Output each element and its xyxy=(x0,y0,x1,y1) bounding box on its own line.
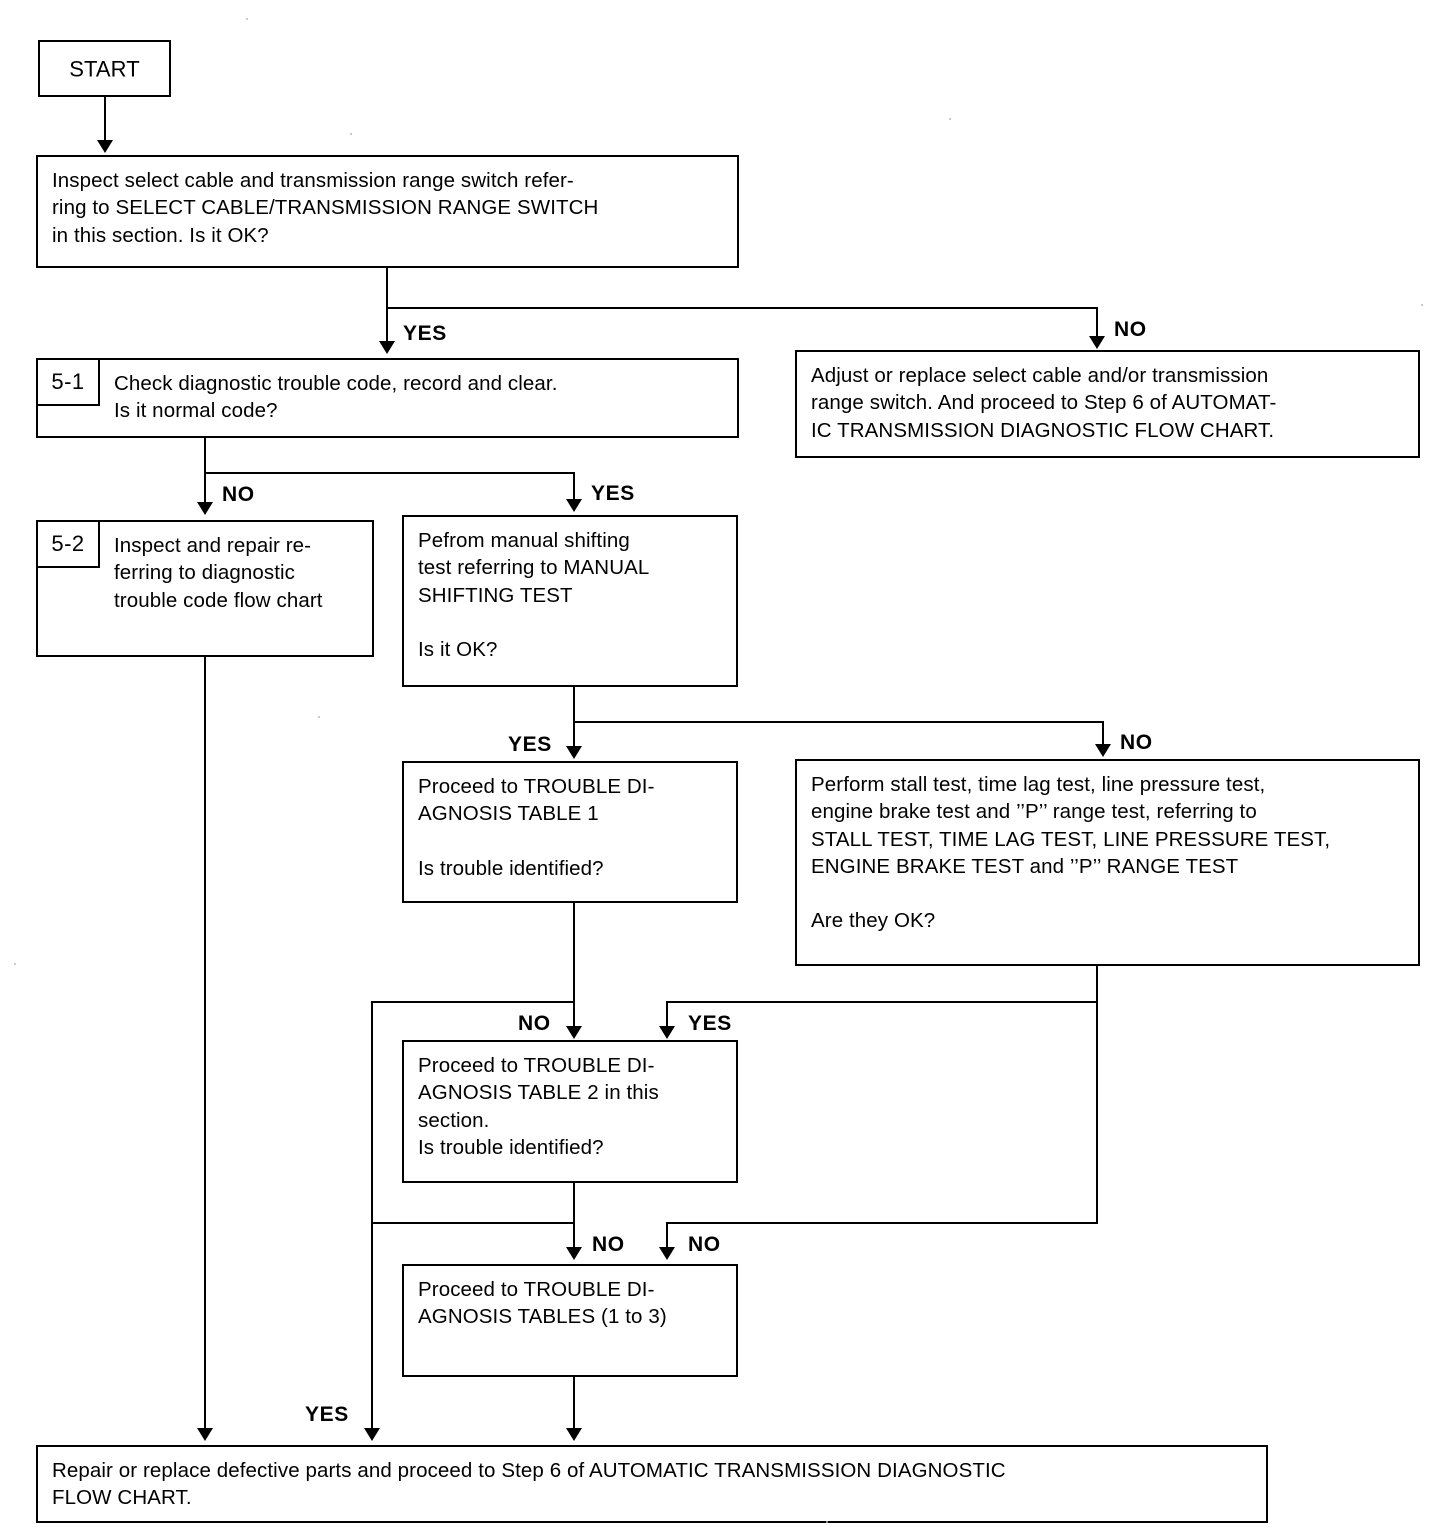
edge-table2-stem xyxy=(573,1183,575,1250)
edge-step51-no xyxy=(204,472,206,504)
label-step52-yes: YES xyxy=(305,1403,349,1426)
edge-inspect-no xyxy=(1096,307,1098,339)
edge-yes-riser-to-repair xyxy=(371,1001,373,1431)
arrow-manual-yes xyxy=(566,746,582,759)
node-manual-shift-text: Pefrom manual shifting test referring to… xyxy=(418,529,650,661)
arrow-table1-no xyxy=(566,1026,582,1039)
node-inspect-cable-text: Inspect select cable and transmission ra… xyxy=(52,169,599,247)
node-start: START xyxy=(38,40,171,97)
edge-stall-yes-bar xyxy=(666,1001,1098,1003)
label-table2-no: NO xyxy=(592,1233,625,1256)
node-start-label: START xyxy=(69,55,140,81)
node-adjust-replace-text: Adjust or replace select cable and/or tr… xyxy=(811,364,1277,442)
edge-stall-stem xyxy=(1096,966,1098,1224)
arrow-step52-to-repair xyxy=(197,1428,213,1441)
scan-speck xyxy=(826,1521,828,1523)
node-inspect-cable: Inspect select cable and transmission ra… xyxy=(36,155,739,268)
edge-start-to-inspect xyxy=(104,97,106,142)
edge-inspect-yes xyxy=(386,307,388,343)
edge-step52-to-repair xyxy=(204,657,206,1431)
label-manual-yes: YES xyxy=(508,733,552,756)
edge-manual-no xyxy=(1102,721,1104,746)
node-stall-tests-text: Perform stall test, time lag test, line … xyxy=(811,773,1331,933)
arrow-start-to-inspect xyxy=(97,140,113,153)
scan-speck xyxy=(350,133,352,135)
node-table-1-text: Proceed to TROUBLE DI- AGNOSIS TABLE 1 I… xyxy=(418,775,655,880)
label-inspect-yes: YES xyxy=(403,322,447,345)
scan-speck xyxy=(14,963,16,965)
edge-table1-stem xyxy=(573,903,575,1003)
edge-manual-branch-bar xyxy=(573,721,1104,723)
label-step51-yes: YES xyxy=(591,482,635,505)
scan-speck xyxy=(1421,304,1423,306)
node-step-5-1-tag: 5-1 xyxy=(38,360,100,406)
node-repair-replace-text: Repair or replace defective parts and pr… xyxy=(52,1459,1006,1510)
label-stall-yes: YES xyxy=(688,1012,732,1035)
edge-manual-yes xyxy=(573,721,575,748)
edge-step51-yes xyxy=(573,472,575,501)
node-table-2: Proceed to TROUBLE DI- AGNOSIS TABLE 2 i… xyxy=(402,1040,738,1183)
edge-stall-yes xyxy=(666,1001,668,1028)
node-step-5-2-tag: 5-2 xyxy=(38,522,100,568)
label-step51-no: NO xyxy=(222,483,255,506)
node-step-5-1: 5-1 Check diagnostic trouble code, recor… xyxy=(36,358,739,438)
node-manual-shift: Pefrom manual shifting test referring to… xyxy=(402,515,738,687)
node-step-5-1-text: Check diagnostic trouble code, record an… xyxy=(114,372,558,423)
arrow-stall-no xyxy=(659,1247,675,1260)
label-inspect-no: NO xyxy=(1114,318,1147,341)
edge-stall-no xyxy=(666,1222,668,1250)
node-step-5-2: 5-2 Inspect and repair re- ferring to di… xyxy=(36,520,374,657)
edge-step51-stem xyxy=(204,438,206,474)
label-table1-no: NO xyxy=(518,1012,551,1035)
label-manual-no: NO xyxy=(1120,731,1153,754)
node-table-2-text: Proceed to TROUBLE DI- AGNOSIS TABLE 2 i… xyxy=(418,1054,659,1159)
arrow-step51-no xyxy=(197,502,213,515)
node-table-1: Proceed to TROUBLE DI- AGNOSIS TABLE 1 I… xyxy=(402,761,738,903)
arrow-inspect-yes xyxy=(379,341,395,354)
edge-manual-stem xyxy=(573,687,575,723)
scan-speck xyxy=(246,18,248,20)
node-tables-1-to-3-text: Proceed to TROUBLE DI- AGNOSIS TABLES (1… xyxy=(418,1278,667,1329)
edge-table2-left-bar xyxy=(371,1222,575,1224)
edge-stall-no-bar xyxy=(666,1222,1098,1224)
edge-tables13-to-repair xyxy=(573,1377,575,1431)
edge-step51-branch-bar xyxy=(204,472,575,474)
edge-table1-left-bar xyxy=(371,1001,575,1003)
node-tables-1-to-3: Proceed to TROUBLE DI- AGNOSIS TABLES (1… xyxy=(402,1264,738,1377)
arrow-manual-no xyxy=(1095,744,1111,757)
arrow-stall-yes xyxy=(659,1026,675,1039)
scan-speck xyxy=(318,716,320,718)
node-repair-replace: Repair or replace defective parts and pr… xyxy=(36,1445,1268,1523)
edge-inspect-stem xyxy=(386,268,388,309)
edge-inspect-branch-bar xyxy=(386,307,1098,309)
arrow-tables13-to-repair xyxy=(566,1428,582,1441)
arrow-table2-no xyxy=(566,1247,582,1260)
node-adjust-replace: Adjust or replace select cable and/or tr… xyxy=(795,350,1420,458)
arrow-yes-riser-to-repair xyxy=(364,1428,380,1441)
scan-speck xyxy=(949,118,951,120)
node-step-5-2-text: Inspect and repair re- ferring to diagno… xyxy=(114,534,323,612)
arrow-step51-yes xyxy=(566,499,582,512)
node-stall-tests: Perform stall test, time lag test, line … xyxy=(795,759,1420,966)
edge-table1-no xyxy=(573,1001,575,1028)
scan-speck xyxy=(201,381,203,383)
label-stall-no: NO xyxy=(688,1233,721,1256)
arrow-inspect-no xyxy=(1089,336,1105,349)
